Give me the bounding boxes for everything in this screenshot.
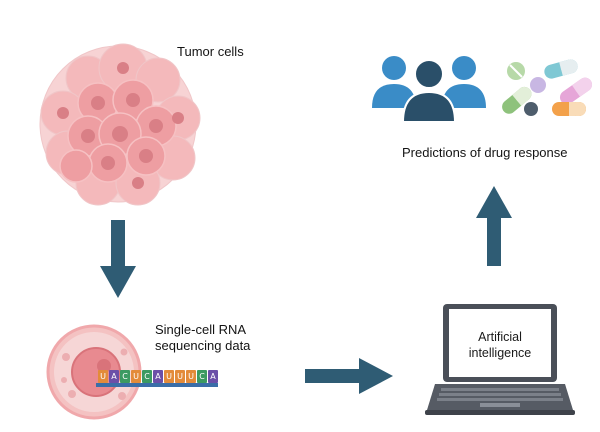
arrow-down-icon xyxy=(100,220,136,298)
rna-base: C xyxy=(120,370,130,383)
scrna-label-line2: sequencing data xyxy=(155,338,251,353)
rna-backbone xyxy=(96,383,218,387)
rna-base: U xyxy=(186,370,196,383)
arrow-right-icon xyxy=(305,358,393,394)
tumor-cells-label: Tumor cells xyxy=(177,44,244,59)
arrow-up-icon xyxy=(476,186,512,266)
rna-base: U xyxy=(175,370,185,383)
rna-base: U xyxy=(131,370,141,383)
tumor-cells-cluster-icon xyxy=(39,43,201,206)
rna-base: A xyxy=(153,370,163,383)
predictions-label: Predictions of drug response xyxy=(402,145,568,160)
ai-label: Artificial intelligence xyxy=(445,329,555,361)
rna-base: C xyxy=(142,370,152,383)
single-cell-icon xyxy=(46,324,142,420)
scrna-label-line1: Single-cell RNA xyxy=(155,322,247,337)
laptop-icon xyxy=(425,304,575,415)
rna-bases: U A C U C A U U U C A xyxy=(98,370,218,384)
ai-label-line2: intelligence xyxy=(468,346,532,360)
rna-base: U xyxy=(98,370,108,383)
rna-base: U xyxy=(164,370,174,383)
rna-strand: U A C U C A U U U C A xyxy=(96,370,218,388)
drugs-pills-icon xyxy=(502,59,593,116)
rna-base: A xyxy=(109,370,119,383)
scrna-label: Single-cell RNA sequencing data xyxy=(155,322,285,354)
patients-group-icon xyxy=(372,56,486,123)
rna-base: A xyxy=(208,370,218,383)
rna-base: C xyxy=(197,370,207,383)
ai-label-line1: Artificial xyxy=(478,330,522,344)
